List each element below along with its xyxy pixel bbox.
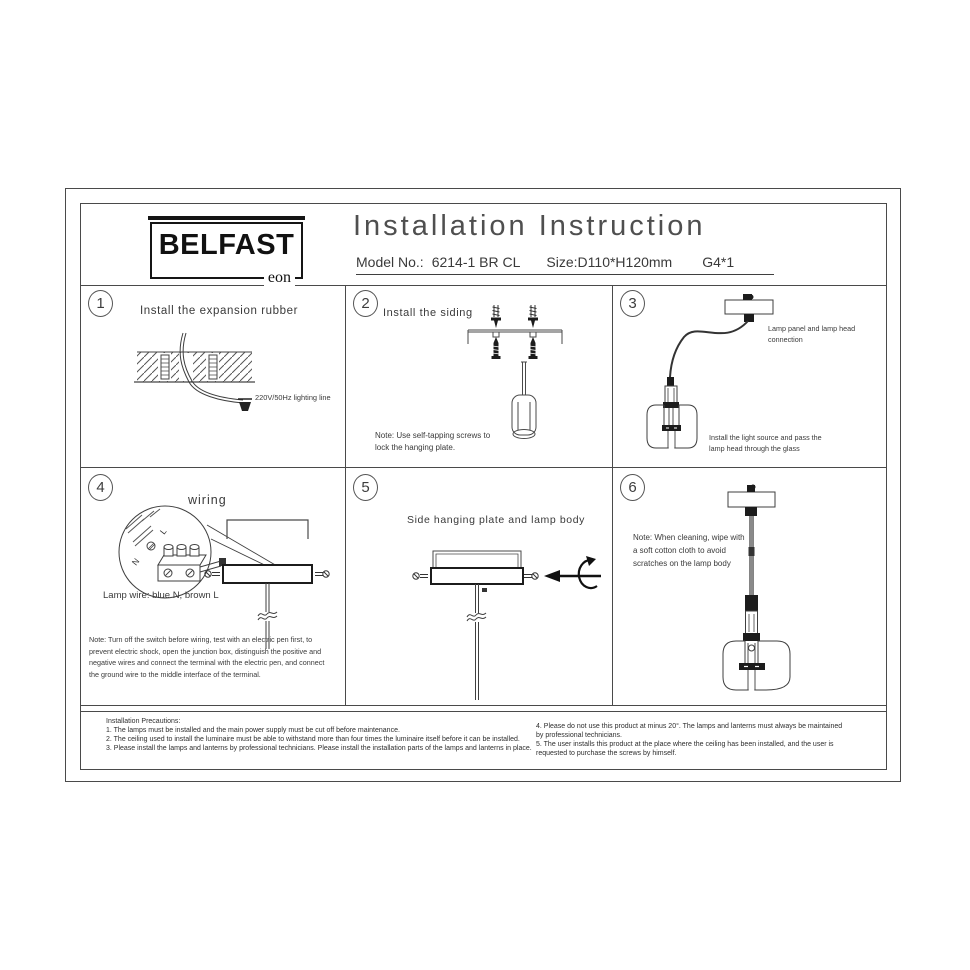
precautions-box: Installation Precautions: 1. The lamps m… — [80, 711, 887, 770]
brand-name: BELFAST — [158, 229, 295, 261]
precaution-item-1: 1. The lamps must be installed and the m… — [106, 726, 400, 734]
size-label: Size: — [546, 254, 578, 270]
step-6-note: Note: When cleaning, wipe with a soft co… — [633, 533, 745, 568]
light-source-label: Install the light source and pass the la… — [709, 433, 822, 453]
lamp-head-connection-diagram — [646, 294, 774, 450]
expansion-rubber-diagram — [134, 332, 255, 411]
page-title: Installation Instruction — [353, 210, 706, 242]
brand-subname: eon — [263, 269, 295, 287]
brand-logo: BELFAST eon — [150, 222, 303, 287]
terminal-n-label: N — [130, 556, 142, 567]
step-4-number: 4 — [88, 474, 113, 501]
siding-install-diagram — [467, 305, 563, 439]
step-4-note: Note: Turn off the switch before wiring,… — [89, 635, 325, 679]
step-3-number: 3 — [620, 290, 645, 317]
precaution-item-5: 5. The user installs this product at the… — [536, 740, 834, 757]
step-2-number: 2 — [353, 290, 378, 317]
assembled-lamp-diagram — [722, 484, 791, 692]
step-1-number: 1 — [88, 290, 113, 317]
header-divider — [80, 285, 887, 286]
panels-bottom-line — [80, 705, 887, 706]
wiring-diagram: N L — [118, 505, 330, 649]
precautions-right-column: 4. Please do not use this product at min… — [536, 723, 876, 759]
panel-step-4: 4 wiring N L — [80, 467, 345, 705]
step-4-title: wiring — [188, 493, 227, 507]
step-1-title: Install the expansion rubber — [140, 305, 299, 317]
step-2-note: Note: Use self-tapping screws to lock th… — [375, 431, 491, 452]
panel-step-5: 5 Side hanging plate and lamp body — [345, 467, 612, 705]
outer-page-border — [65, 188, 901, 782]
terminal-l-label: L — [158, 526, 169, 536]
panel-step-2: 2 Install the siding — [345, 285, 612, 467]
precautions-left-column: Installation Precautions: 1. The lamps m… — [106, 718, 536, 754]
step-2-title: Install the siding — [383, 307, 473, 319]
model-label: Model No.: — [356, 254, 424, 270]
lamp-wire-caption: Lamp wire: blue N, brown L — [103, 590, 219, 601]
logo-top-bar — [148, 216, 305, 220]
precaution-item-3: 3. Please install the lamps and lanterns… — [106, 744, 532, 752]
model-value: 6214-1 BR CL — [431, 254, 521, 270]
precaution-item-4: 4. Please do not use this product at min… — [536, 723, 843, 739]
row-divider — [80, 467, 887, 468]
precautions-title: Installation Precautions: — [106, 718, 181, 725]
size-value: D110*H120mm — [577, 254, 673, 270]
column-divider-2 — [612, 285, 613, 705]
step-5-title: Side hanging plate and lamp body — [407, 514, 585, 526]
lamp-panel-connection-label: Lamp panel and lamp head connection — [768, 324, 856, 344]
model-info-line: Model No.: 6214-1 BR CL Size: D110*H120m… — [356, 254, 774, 275]
step-6-number: 6 — [620, 474, 645, 501]
lamp-spec: G4*1 — [702, 254, 735, 270]
panel-step-1: 1 Install the expansion rubber — [80, 285, 345, 467]
side-plate-diagram — [412, 550, 601, 700]
precaution-item-2: 2. The ceiling used to install the lumin… — [106, 735, 520, 743]
column-divider-1 — [345, 285, 346, 705]
panel-step-3: 3 Lamp pane — [612, 285, 887, 467]
panel-step-6: 6 — [612, 467, 887, 705]
wire-spec-label: 220V/50Hz lighting line — [255, 393, 331, 402]
step-5-number: 5 — [353, 474, 378, 501]
screwdriver-icon — [511, 361, 537, 439]
